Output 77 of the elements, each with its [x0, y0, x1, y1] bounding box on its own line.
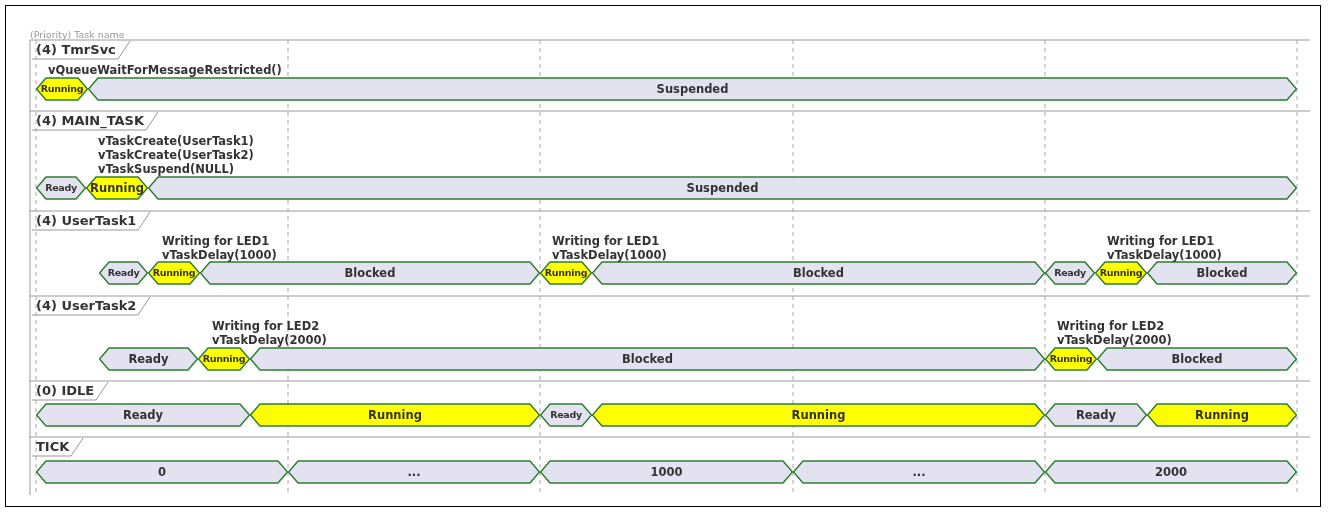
state-bar — [1097, 347, 1297, 371]
task-name: (0) IDLE — [35, 382, 95, 400]
state-label: Running — [543, 266, 589, 280]
state-label: Ready — [549, 408, 583, 422]
annotation-text: Writing for LED1 — [162, 234, 270, 248]
annotation-text: vTaskDelay(2000) — [212, 333, 327, 347]
state-label: Blocked — [621, 351, 674, 368]
state-label: Running — [89, 180, 145, 197]
task-name: TICK — [35, 438, 70, 456]
running-state-bar — [250, 403, 540, 427]
state-label: Running — [201, 352, 247, 366]
state-label: 1000 — [649, 464, 684, 481]
state-label: Ready — [1053, 266, 1087, 280]
state-label: Suspended — [655, 81, 730, 98]
state-label: Running — [39, 82, 85, 96]
running-state-bar — [540, 261, 592, 285]
running-state-bar — [1147, 403, 1297, 427]
state-label: Ready — [106, 266, 141, 280]
state-bar — [99, 347, 198, 371]
state-bar — [36, 176, 86, 200]
state-bar — [99, 261, 148, 285]
annotation-text: vTaskDelay(1000) — [552, 248, 667, 262]
state-bar — [540, 460, 793, 484]
state-bar — [1045, 403, 1147, 427]
state-label: Running — [1098, 266, 1144, 280]
state-label: Ready — [121, 407, 165, 424]
running-state-bar — [1095, 261, 1147, 285]
annotation-text: vTaskCreate(UserTask2) — [98, 148, 254, 162]
state-label: Running — [1194, 407, 1250, 424]
state-label: Ready — [44, 181, 78, 195]
running-state-bar — [148, 261, 200, 285]
state-label: 2000 — [1154, 464, 1188, 481]
state-bar — [200, 261, 540, 285]
annotation-text: vTaskDelay(1000) — [1107, 248, 1222, 262]
state-bar — [36, 460, 288, 484]
state-bar — [250, 347, 1045, 371]
state-label: Ready — [1074, 407, 1118, 424]
state-label: Running — [1048, 352, 1094, 366]
annotation-text: vQueueWaitForMessageRestricted() — [48, 63, 282, 77]
state-bar — [288, 460, 540, 484]
state-label: 0 — [157, 464, 167, 481]
running-state-bar — [592, 403, 1045, 427]
task-name: (4) TmrSvc — [35, 41, 116, 59]
state-bar — [540, 403, 592, 427]
running-state-bar — [1045, 347, 1097, 371]
state-label: Suspended — [685, 180, 760, 197]
annotation-text: Writing for LED1 — [552, 234, 660, 248]
state-bar — [1045, 261, 1095, 285]
annotation-text: Writing for LED1 — [1107, 234, 1215, 248]
annotation-text: vTaskSuspend(NULL) — [98, 162, 234, 176]
annotation-text: vTaskDelay(1000) — [162, 248, 277, 262]
state-label: ... — [911, 464, 927, 481]
state-label: Running — [790, 407, 847, 424]
state-bar — [148, 176, 1297, 200]
running-state-bar — [36, 77, 88, 101]
state-label: Running — [151, 266, 197, 280]
state-label: Ready — [127, 351, 170, 368]
annotation-text: vTaskDelay(2000) — [1057, 333, 1172, 347]
annotation-text: vTaskCreate(UserTask1) — [98, 134, 254, 148]
state-bar — [36, 403, 250, 427]
state-label: Blocked — [1170, 351, 1224, 368]
task-name: (4) UserTask2 — [35, 297, 137, 315]
state-label: ... — [406, 464, 422, 481]
state-bar — [1147, 261, 1297, 285]
state-bar — [793, 460, 1045, 484]
state-label: Blocked — [343, 265, 397, 282]
state-label: Running — [367, 407, 423, 424]
state-label: Blocked — [1195, 265, 1249, 282]
state-bar — [88, 77, 1297, 101]
task-name: (4) MAIN_TASK — [35, 112, 145, 130]
state-label: Blocked — [792, 265, 845, 282]
state-bar — [1045, 460, 1297, 484]
annotation-text: Writing for LED2 — [1057, 319, 1165, 333]
column-caption: (Priority) Task name — [30, 28, 125, 42]
running-state-bar — [198, 347, 250, 371]
annotation-text: Writing for LED2 — [212, 319, 320, 333]
task-name: (4) UserTask1 — [35, 212, 137, 230]
